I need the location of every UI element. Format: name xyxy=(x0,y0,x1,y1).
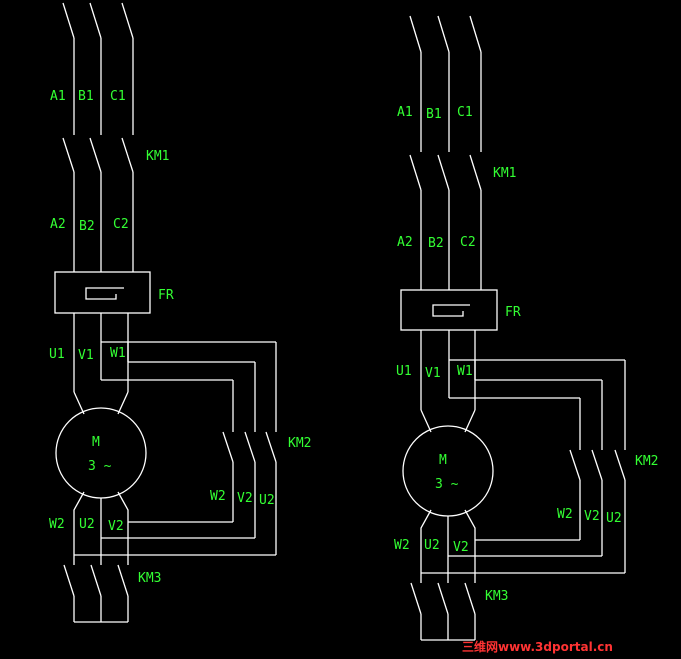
right-phase-c2-label: C2 xyxy=(460,235,476,250)
right-terminal-v1-label: V1 xyxy=(425,366,441,381)
left-supply-switch xyxy=(62,2,134,135)
right-km2-u2-label: U2 xyxy=(606,511,622,526)
right-phase-a2-label: A2 xyxy=(397,235,413,250)
left-phase-c2-label: C2 xyxy=(113,217,129,232)
right-terminal-v2-label: V2 xyxy=(453,540,469,555)
right-km2-label: KM2 xyxy=(635,454,658,469)
left-fr-relay xyxy=(54,271,151,392)
right-circuit: A1 B1 C1 KM1 A2 B2 C2 FR U1 V1 W1 M 3 ~ … xyxy=(394,15,658,641)
right-terminal-w2-label: W2 xyxy=(394,538,410,553)
right-terminal-u2-label: U2 xyxy=(424,538,440,553)
right-km1-label: KM1 xyxy=(493,166,516,181)
right-phase-a1-label: A1 xyxy=(397,105,413,120)
left-terminal-u1-label: U1 xyxy=(49,347,65,362)
right-km2-feed xyxy=(449,359,626,450)
left-fr-label: FR xyxy=(158,288,174,303)
left-km2-label: KM2 xyxy=(288,436,311,451)
left-km1-label: KM1 xyxy=(146,149,169,164)
left-circuit: A1 B1 C1 KM1 A2 B2 C2 FR U1 V1 W1 M 3 ~ … xyxy=(49,2,311,623)
left-phase-a1-label: A1 xyxy=(50,89,66,104)
left-phase-c1-label: C1 xyxy=(110,89,126,104)
left-km2-w2-label: W2 xyxy=(210,489,226,504)
right-terminal-w1-label: W1 xyxy=(457,364,473,379)
right-km3-label: KM3 xyxy=(485,589,508,604)
left-motor-phase: 3 ~ xyxy=(88,459,112,474)
left-km2-u2-label: U2 xyxy=(259,493,275,508)
left-motor-letter: M xyxy=(92,435,100,450)
left-phase-b2-label: B2 xyxy=(79,219,95,234)
right-km2-v2-label: V2 xyxy=(584,509,600,524)
left-km2-contacts xyxy=(222,431,277,555)
right-phase-c1-label: C1 xyxy=(457,105,473,120)
right-return-wires xyxy=(421,539,625,583)
left-phase-a2-label: A2 xyxy=(50,217,66,232)
left-terminal-v2-label: V2 xyxy=(108,519,124,534)
left-km2-feed xyxy=(101,341,277,432)
right-phase-b2-label: B2 xyxy=(428,236,444,251)
left-terminal-v1-label: V1 xyxy=(78,348,94,363)
left-km1-contacts xyxy=(62,137,134,272)
right-terminal-u1-label: U1 xyxy=(396,364,412,379)
right-fr-relay xyxy=(400,289,498,410)
left-return-wires xyxy=(74,521,276,565)
right-phase-b1-label: B1 xyxy=(426,107,442,122)
right-km1-contacts xyxy=(409,154,482,290)
right-motor-letter: M xyxy=(439,453,447,468)
left-phase-b1-label: B1 xyxy=(78,89,94,104)
watermark-text: 三维网www.3dportal.cn xyxy=(462,639,613,654)
left-motor xyxy=(55,391,147,565)
left-km3-contacts xyxy=(63,564,129,623)
right-supply-switch xyxy=(409,15,482,152)
right-fr-label: FR xyxy=(505,305,521,320)
left-km2-v2-label: V2 xyxy=(237,491,253,506)
right-km3-contacts xyxy=(410,582,476,641)
right-km2-w2-label: W2 xyxy=(557,507,573,522)
right-motor-phase: 3 ~ xyxy=(435,477,459,492)
right-km2-contacts xyxy=(569,449,626,573)
left-terminal-w2-label: W2 xyxy=(49,517,65,532)
right-motor xyxy=(402,409,494,583)
left-terminal-w1-label: W1 xyxy=(110,346,126,361)
left-km3-label: KM3 xyxy=(138,571,161,586)
left-terminal-u2-label: U2 xyxy=(79,517,95,532)
